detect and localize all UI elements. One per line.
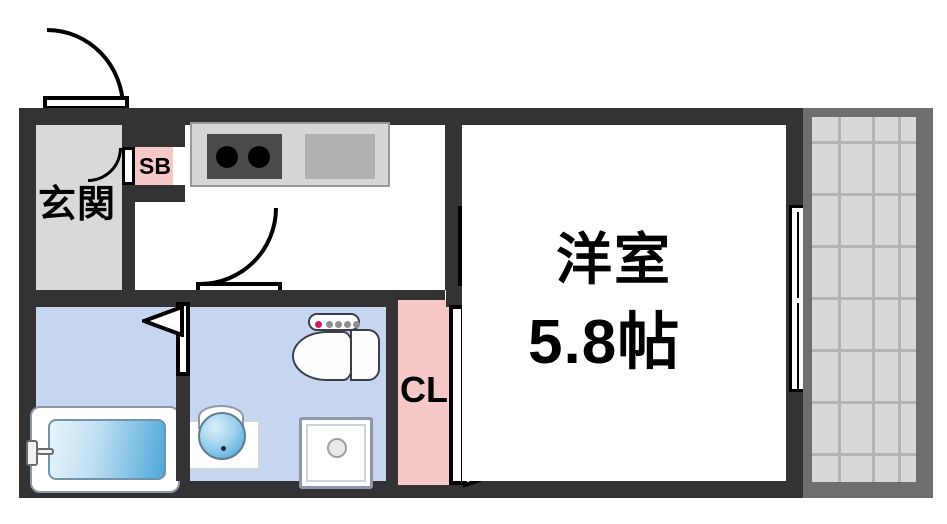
interior-wall-bath-sanitary	[176, 376, 190, 481]
balcony-grid-line	[812, 245, 916, 248]
room-western-floor	[462, 125, 786, 481]
balcony-grid-line	[812, 193, 916, 196]
interior-wall-mid-horizontal	[19, 290, 445, 307]
closet-label: CL	[400, 369, 448, 410]
shoe-box-label: SB	[139, 153, 171, 179]
balcony-window-leaf-upper	[797, 212, 799, 298]
wall-above-shoe-box	[135, 125, 185, 147]
washing-machine-drain	[327, 438, 347, 458]
interior-wall-kitchen-right	[445, 125, 462, 290]
gas-stove	[207, 134, 282, 179]
interior-wall-sanitary-closet	[386, 290, 398, 481]
western-room-label: 洋室	[556, 228, 672, 291]
interior-wall-genkan-right	[122, 125, 135, 147]
bathtub-basin	[48, 419, 166, 480]
toilet-indicator-4	[353, 321, 360, 328]
toilet-indicator-red	[315, 321, 322, 328]
shoe-box	[135, 147, 173, 185]
balcony-grid-line	[812, 297, 916, 300]
stove-burner-left	[216, 146, 238, 168]
kitchen-sink	[305, 134, 375, 179]
stove-burner-right	[248, 146, 270, 168]
room-closet-floor	[398, 300, 456, 485]
bathtub-spout	[36, 448, 54, 455]
genkan-label: 玄関	[38, 184, 117, 226]
genkan-inner-door-panel[interactable]	[122, 147, 135, 185]
balcony-grid-line	[838, 117, 841, 482]
interior-wall-genkan-right-lower	[122, 185, 135, 290]
balcony-grid-line	[898, 117, 901, 482]
closet-header-wall	[446, 290, 462, 307]
wash-basin-bowl	[198, 412, 246, 460]
balcony-grid-line	[812, 453, 916, 456]
wall-below-shoe-box	[122, 185, 185, 202]
western-room-size-label: 5.8帖	[528, 308, 681, 377]
toilet-indicator-2	[335, 321, 342, 328]
toilet-bowl	[292, 331, 355, 381]
balcony-grid-line	[812, 401, 916, 404]
washing-machine-pan	[299, 417, 373, 489]
exterior-wall-top	[19, 108, 819, 125]
toilet-tank	[350, 329, 380, 381]
balcony-deck	[812, 117, 916, 482]
interior-wall-bath-sanitary-top	[176, 290, 190, 302]
toilet-indicator-3	[344, 321, 351, 328]
bath-folding-door-mark	[142, 305, 184, 337]
balcony-grid-line	[872, 117, 875, 482]
toilet-indicator-1	[326, 321, 333, 328]
balcony-window-leaf-lower	[797, 303, 799, 389]
toilet-control-panel	[308, 313, 360, 331]
balcony-grid-line	[812, 349, 916, 352]
kitchen-counter	[190, 122, 390, 187]
wash-basin-drain	[221, 446, 226, 451]
balcony-grid-line	[812, 141, 916, 144]
exterior-wall-bottom	[19, 481, 819, 498]
